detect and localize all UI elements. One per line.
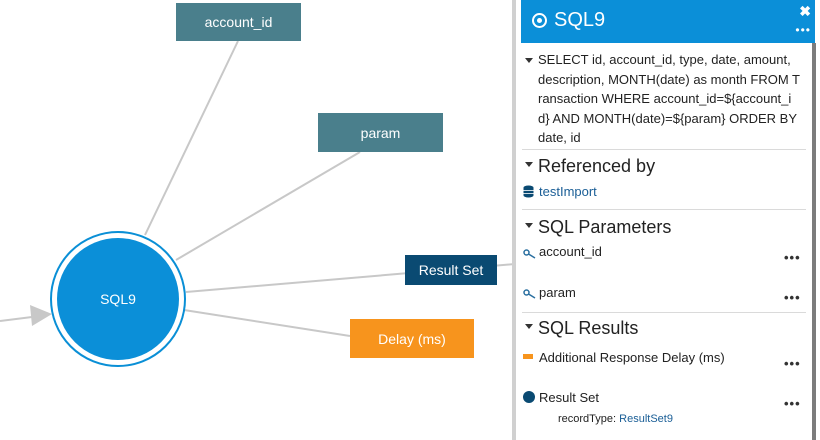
node-sql9-label: SQL9 — [57, 238, 179, 360]
graph-canvas[interactable]: account_id param Result Set Delay (ms) S… — [0, 0, 515, 440]
query-collapse-icon[interactable] — [525, 58, 533, 63]
divider — [522, 312, 806, 313]
panel-resize-handle[interactable] — [512, 0, 516, 440]
sql-parameters-title: SQL Parameters — [538, 217, 672, 237]
parameter-param[interactable]: param — [539, 285, 576, 300]
close-icon[interactable]: ✖ — [799, 3, 811, 19]
node-delay[interactable]: Delay (ms) — [350, 319, 474, 358]
node-param[interactable]: param — [318, 113, 443, 152]
edge-to-account — [144, 40, 239, 236]
record-type-link[interactable]: ResultSet9 — [619, 413, 673, 425]
referenced-by-collapse-icon[interactable] — [525, 162, 533, 167]
panel-title: SQL9 — [554, 9, 606, 31]
key-icon — [523, 289, 536, 299]
divider — [522, 149, 806, 150]
result-set-item[interactable]: Result Set — [539, 390, 599, 405]
parameter-account-id[interactable]: account_id — [539, 244, 602, 259]
edge-to-delay — [183, 309, 351, 337]
edge-incoming — [0, 316, 33, 322]
referenced-by-title: Referenced by — [538, 156, 656, 176]
edge-to-param — [175, 151, 361, 261]
sql-results-collapse-icon[interactable] — [525, 324, 533, 329]
record-type-label: recordType: — [558, 413, 617, 425]
referenced-by-link[interactable]: testImport — [539, 184, 597, 199]
parameter-param-more-button[interactable]: ••• — [784, 290, 801, 305]
sql-results-title: SQL Results — [538, 318, 639, 338]
sql-parameters-collapse-icon[interactable] — [525, 223, 533, 228]
result-delay-more-button[interactable]: ••• — [784, 356, 801, 371]
more-icon[interactable]: ••• — [795, 23, 811, 37]
divider — [522, 209, 806, 210]
panel-header: SQL9 ✖ ••• — [521, 0, 815, 43]
result-additional-delay[interactable]: Additional Response Delay (ms) — [539, 350, 725, 365]
parameter-account-id-more-button[interactable]: ••• — [784, 250, 801, 265]
edge-incoming-arrowhead — [30, 305, 52, 326]
node-account-id[interactable]: account_id — [176, 3, 301, 41]
key-icon — [523, 249, 536, 259]
result-set-more-button[interactable]: ••• — [784, 396, 801, 411]
target-icon — [532, 13, 547, 28]
node-result-set[interactable]: Result Set — [405, 255, 497, 285]
details-panel: SQL9 ✖ ••• SELECT id, account_id, type, … — [516, 0, 820, 440]
delay-icon — [523, 354, 533, 359]
graph-edges — [0, 40, 515, 337]
record-type: recordType: ResultSet9 — [558, 413, 673, 425]
node-sql9[interactable]: SQL9 — [50, 231, 186, 367]
panel-scrollbar[interactable] — [812, 43, 816, 440]
sql-query-text: SELECT id, account_id, type, date, amoun… — [538, 52, 800, 145]
result-set-icon — [523, 391, 535, 403]
database-icon — [523, 185, 534, 198]
